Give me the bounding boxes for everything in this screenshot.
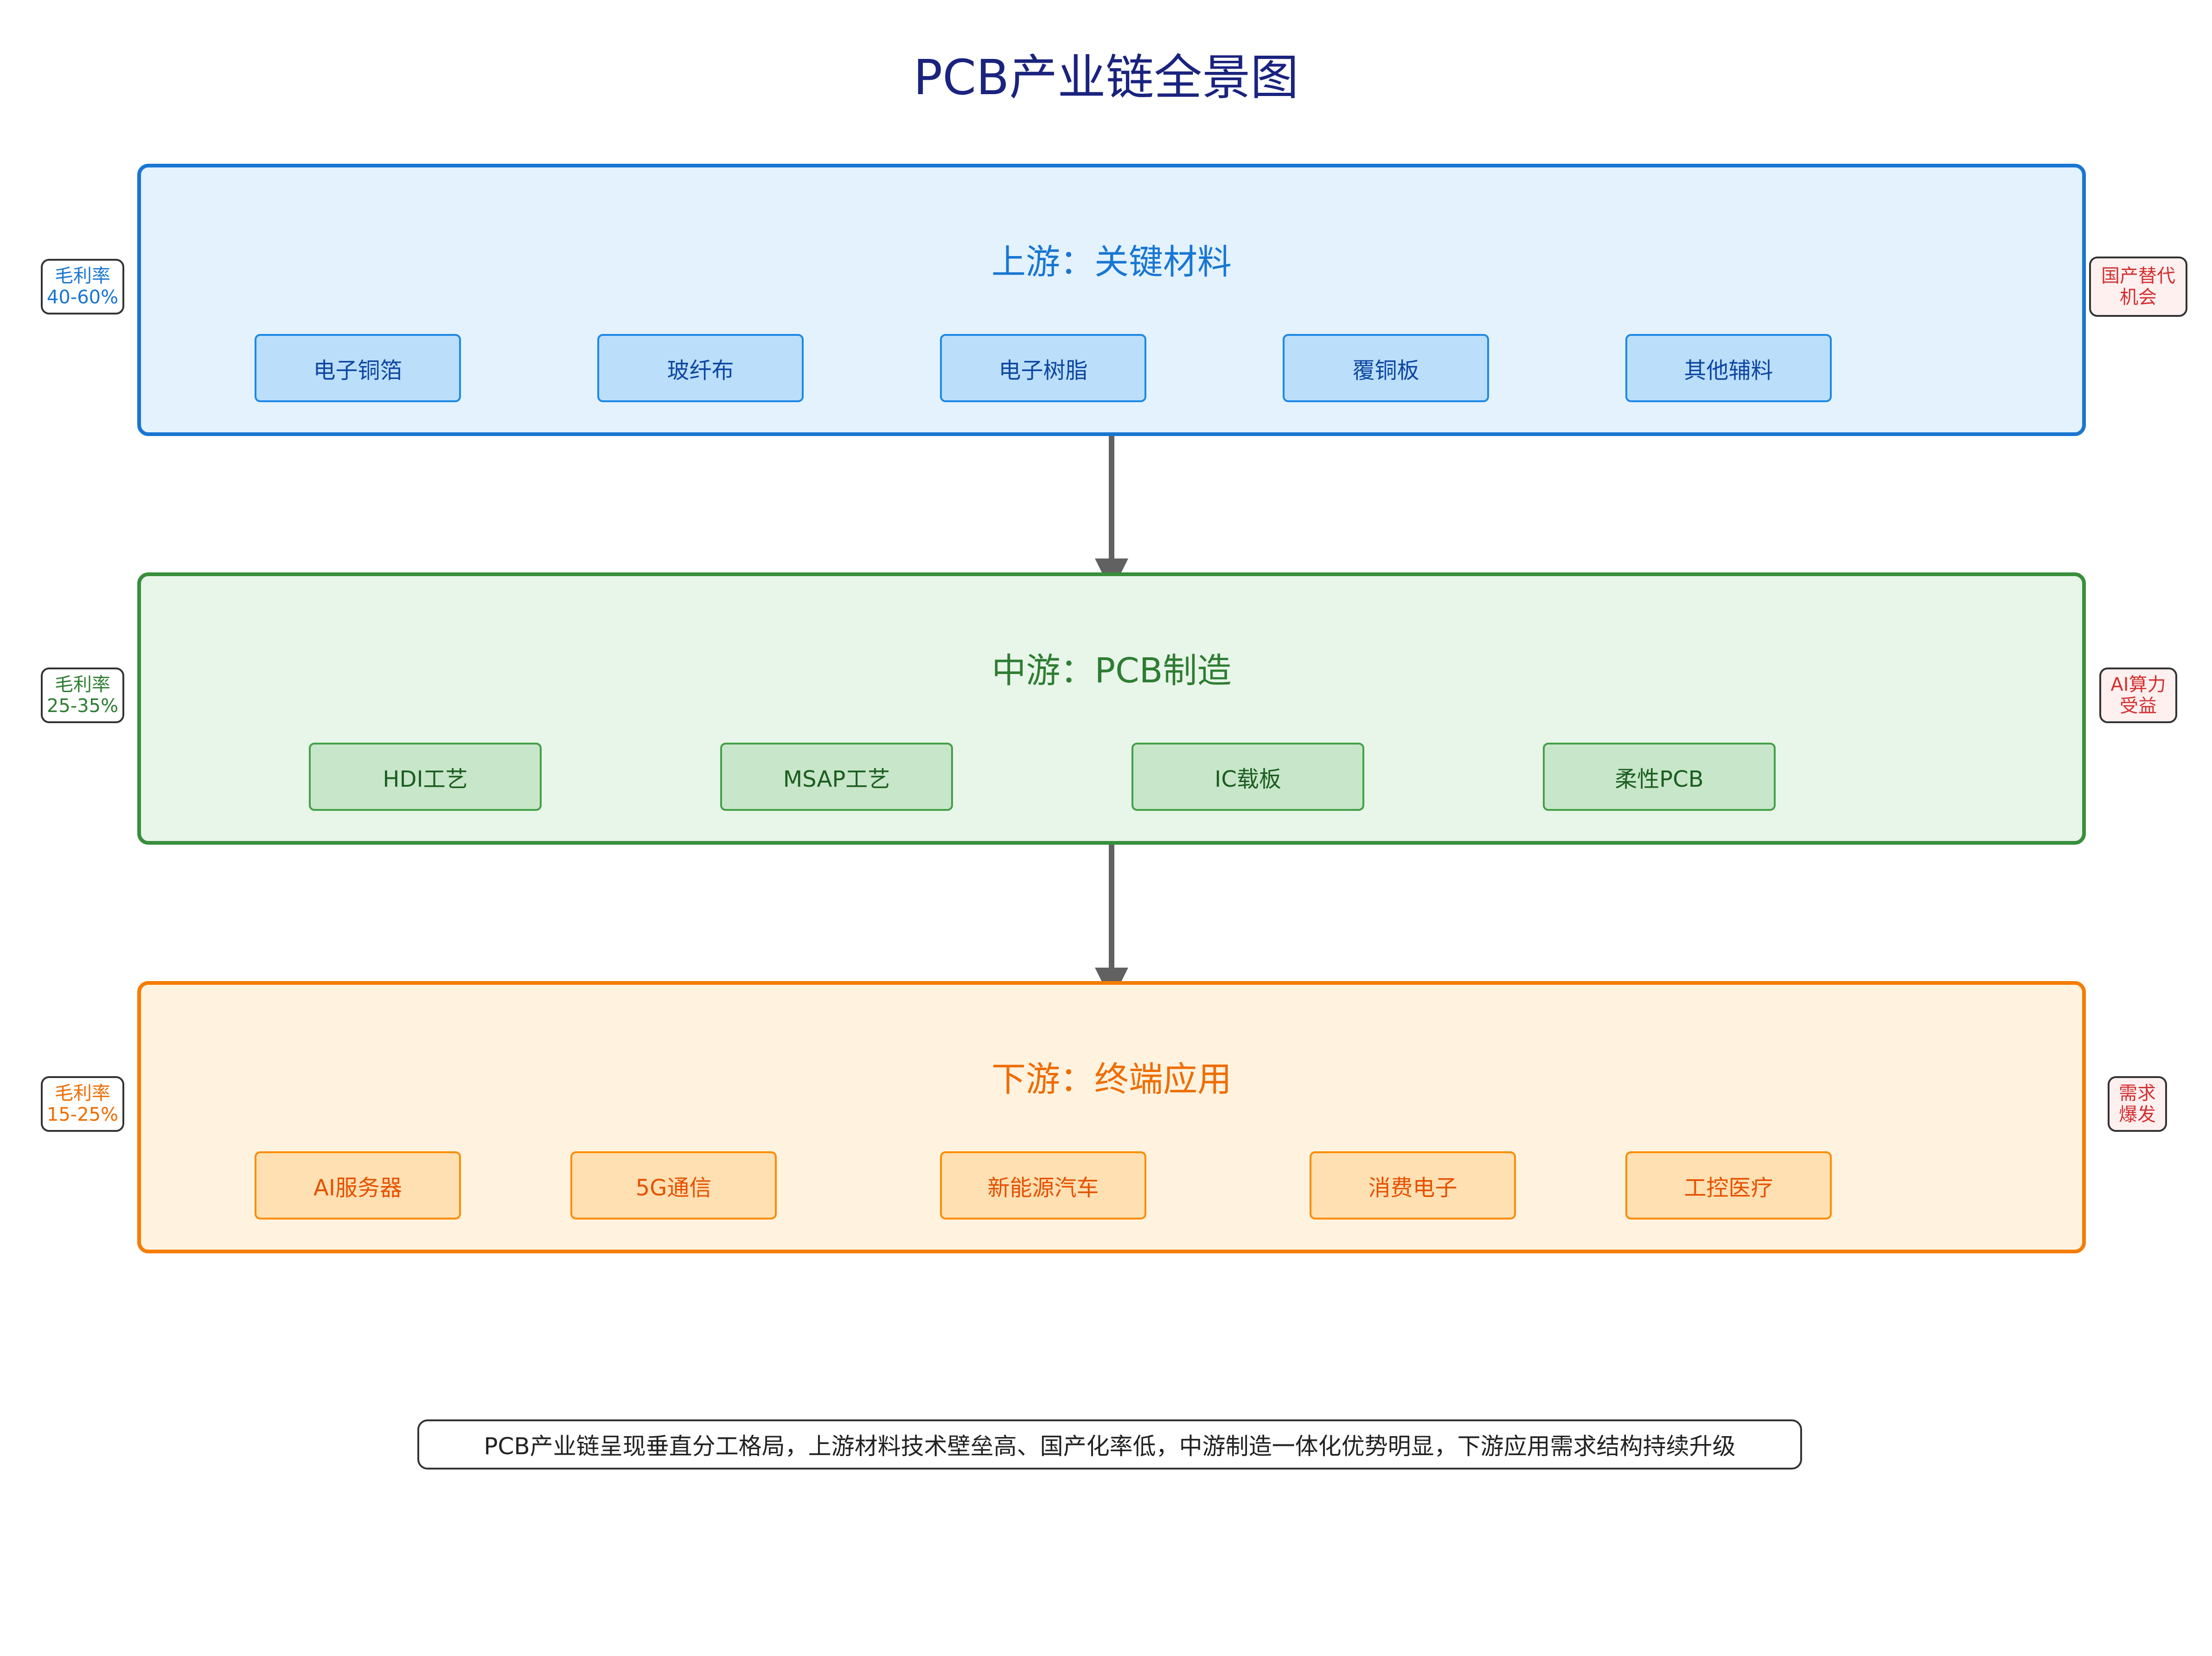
node-ic-substrate[interactable]: IC载板 [1132, 743, 1364, 811]
tier-midstream: 中游：PCB制造 HDI工艺 MSAP工艺 IC载板 柔性PCB [137, 572, 2086, 845]
highlight-line-1: AI算力 [2110, 674, 2166, 695]
node-glass-fiber[interactable]: 玻纤布 [597, 334, 804, 402]
tier-upstream-title: 上游：关键材料 [991, 242, 1232, 282]
node-industrial-medical[interactable]: 工控医疗 [1625, 1151, 1832, 1220]
node-electronic-resin[interactable]: 电子树脂 [940, 334, 1146, 402]
tier-midstream-title: 中游：PCB制造 [991, 651, 1232, 691]
node-ccl[interactable]: 覆铜板 [1283, 334, 1489, 402]
margin-note-label: 毛利率 [55, 265, 110, 287]
node-hdi[interactable]: HDI工艺 [309, 743, 542, 811]
summary-footnote: PCB产业链呈现垂直分工格局，上游材料技术壁垒高、国产化率低，中游制造一体化优势… [417, 1419, 1802, 1470]
page-title: PCB产业链全景图 [913, 49, 1299, 106]
node-msap[interactable]: MSAP工艺 [720, 743, 953, 811]
tier-upstream: 上游：关键材料 电子铜箔 玻纤布 电子树脂 覆铜板 其他辅料 [137, 164, 2086, 436]
node-other-materials[interactable]: 其他辅料 [1625, 334, 1832, 402]
margin-note-value: 25-35% [46, 695, 119, 717]
node-5g[interactable]: 5G通信 [570, 1151, 777, 1220]
margin-note-value: 40-60% [46, 287, 119, 308]
highlight-downstream: 需求爆发 [2108, 1076, 2167, 1132]
tier-downstream-title: 下游：终端应用 [991, 1059, 1232, 1099]
margin-note-label: 毛利率 [55, 674, 110, 695]
highlight-upstream: 国产替代机会 [2089, 257, 2187, 317]
margin-note-value: 15-25% [46, 1104, 119, 1125]
node-copper-foil[interactable]: 电子铜箔 [255, 334, 461, 402]
node-flexible-pcb[interactable]: 柔性PCB [1543, 743, 1776, 811]
node-consumer-electronics[interactable]: 消费电子 [1310, 1151, 1516, 1220]
highlight-line-1: 需求 [2119, 1083, 2156, 1104]
tier-downstream: 下游：终端应用 AI服务器 5G通信 新能源汽车 消费电子 工控医疗 [137, 981, 2086, 1253]
node-ai-server[interactable]: AI服务器 [255, 1151, 461, 1220]
highlight-line-2: 爆发 [2119, 1104, 2156, 1125]
highlight-line-2: 受益 [2119, 695, 2157, 717]
highlight-midstream: AI算力受益 [2099, 668, 2177, 723]
margin-note-label: 毛利率 [55, 1083, 110, 1104]
highlight-line-2: 机会 [2120, 287, 2157, 308]
highlight-line-1: 国产替代 [2101, 265, 2175, 287]
node-nev[interactable]: 新能源汽车 [940, 1151, 1146, 1220]
